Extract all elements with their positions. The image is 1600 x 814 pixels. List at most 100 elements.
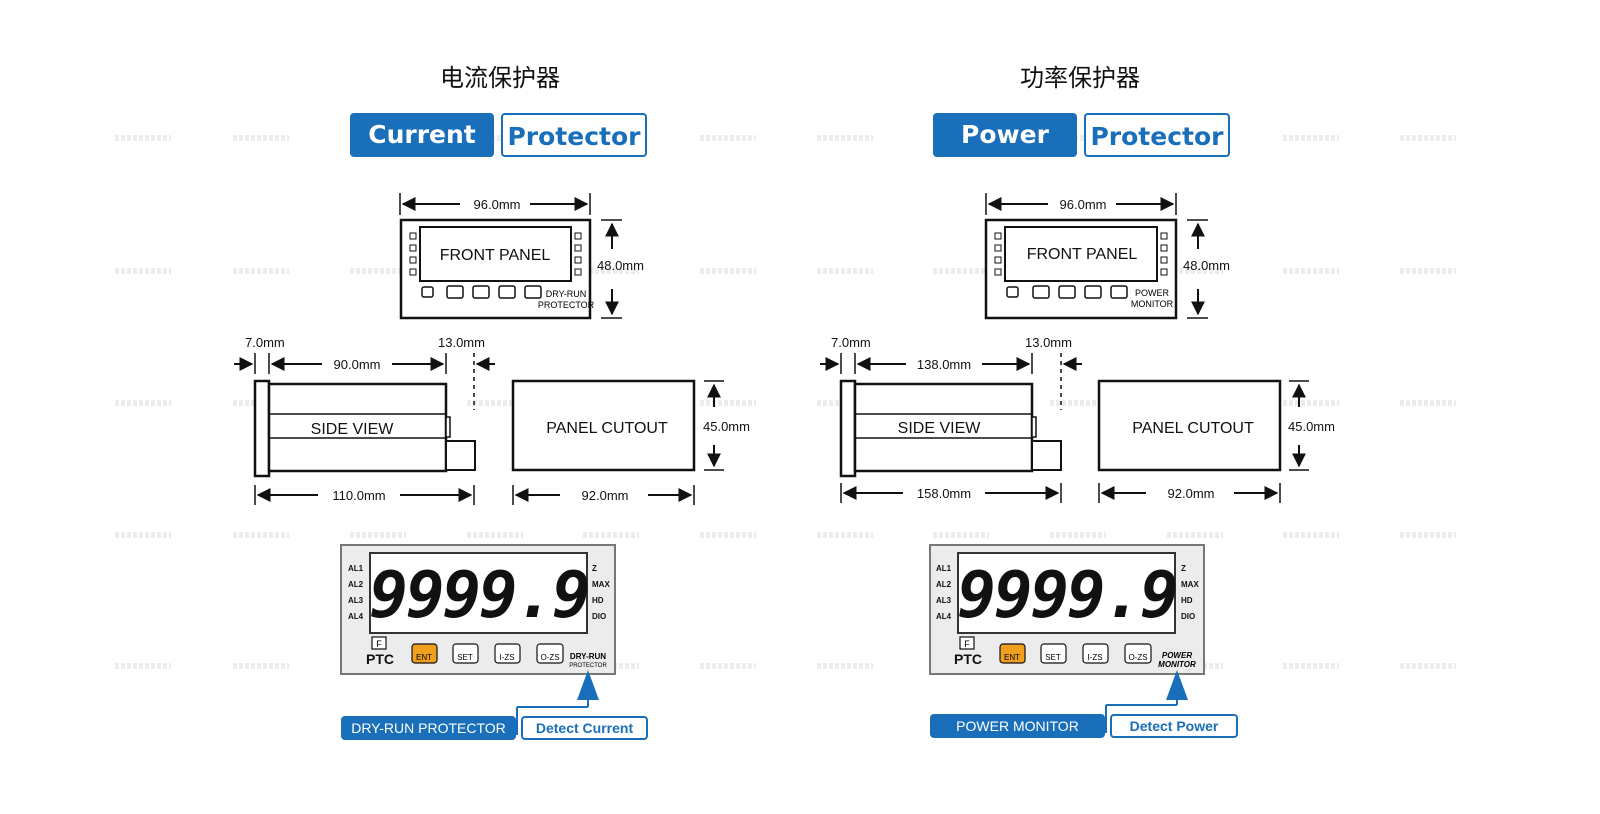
alarm-label: AL1 <box>936 564 952 573</box>
front-led-left <box>409 232 417 276</box>
side-rear-dim: 13.0mm <box>438 335 485 350</box>
ent-button[interactable] <box>411 643 438 664</box>
front-height-dim: 48.0mm <box>1183 258 1230 273</box>
front-height-dim: 48.0mm <box>597 258 644 273</box>
side-body-dim: 90.0mm <box>334 357 381 372</box>
status-label: Z <box>1181 564 1186 573</box>
status-label: DIO <box>592 612 606 621</box>
section-title-cn: 功率保护器 <box>1020 64 1140 92</box>
alarm-label: AL4 <box>348 612 364 621</box>
device-front-render: 9999.9 AL1 AL2 AL3 AL4 Z MAX HD DIO PTC … <box>340 544 616 675</box>
watermark-mark <box>817 663 873 669</box>
panel-cutout-drawing: PANEL CUTOUT <box>1097 379 1282 472</box>
header-word-power: Power <box>933 113 1077 157</box>
watermark-mark <box>467 400 523 406</box>
watermark-mark <box>233 135 289 141</box>
alarm-labels: AL1 AL2 AL3 AL4 <box>348 564 364 621</box>
dimension-drawing: FRONT PANEL <box>820 193 1335 733</box>
side-view-label: SIDE VIEW <box>898 420 982 437</box>
front-model-line1: DRY-RUN <box>546 289 587 299</box>
header-word-current: Current <box>350 113 494 157</box>
izs-button-label: I-ZS <box>1087 653 1102 662</box>
watermark-mark <box>1400 135 1456 141</box>
callout-arrow-icon <box>577 670 599 700</box>
header-word-protector: Protector <box>501 113 647 157</box>
watermark-mark <box>233 532 289 538</box>
status-labels: Z MAX HD DIO <box>1181 564 1199 621</box>
side-flange-dim: 7.0mm <box>831 335 871 350</box>
ent-button[interactable] <box>999 643 1026 664</box>
device-model-line1: POWER <box>1162 651 1192 660</box>
front-panel-label: FRONT PANEL <box>440 247 551 264</box>
alarm-labels: AL1 AL2 AL3 AL4 <box>936 564 952 621</box>
dimension-drawing: FRONT PANEL <box>234 193 750 735</box>
front-buttons <box>421 285 542 299</box>
front-model-line1: POWER <box>1135 288 1170 298</box>
watermark-mark <box>583 532 639 538</box>
watermark-mark <box>115 135 171 141</box>
alarm-label: AL2 <box>348 580 364 589</box>
watermark-mark <box>115 268 171 274</box>
watermark-mark <box>467 532 523 538</box>
cutout-width-dim: 92.0mm <box>582 488 629 503</box>
status-label: MAX <box>592 580 610 589</box>
watermark-mark <box>233 268 289 274</box>
ozs-button-label: O-ZS <box>540 653 559 662</box>
ozs-button[interactable] <box>536 643 564 664</box>
status-label: MAX <box>1181 580 1199 589</box>
status-label: DIO <box>1181 612 1195 621</box>
watermark-mark <box>1400 532 1456 538</box>
watermark-mark <box>233 663 289 669</box>
ent-button-label: ENT <box>416 653 432 662</box>
model-tag: DRY-RUN PROTECTOR <box>341 716 516 740</box>
side-total-dim: 158.0mm <box>917 486 971 501</box>
front-panel-label: FRONT PANEL <box>1027 246 1138 263</box>
watermark-mark <box>1283 135 1339 141</box>
f-button[interactable] <box>371 636 387 650</box>
callout-arrow-icon <box>1166 670 1188 700</box>
set-button[interactable] <box>1040 643 1067 664</box>
status-label: HD <box>592 596 604 605</box>
watermark-mark <box>1050 532 1106 538</box>
watermark-mark <box>1283 663 1339 669</box>
front-width-dim: 96.0mm <box>474 197 521 212</box>
device-model-line2: MONITOR <box>1158 660 1196 669</box>
izs-button[interactable] <box>494 643 521 664</box>
brand-logo: PTC <box>366 651 394 667</box>
ozs-button[interactable] <box>1124 643 1152 664</box>
detect-tag: Detect Current <box>521 716 648 740</box>
front-led-right <box>574 232 582 276</box>
side-view-drawing: SIDE VIEW <box>839 379 1062 478</box>
front-led-left <box>994 232 1002 276</box>
device-display-digits: 9999.9 <box>369 559 588 633</box>
status-label: Z <box>592 564 597 573</box>
front-model-line2: PROTECTOR <box>538 300 595 310</box>
f-button[interactable] <box>959 636 975 650</box>
watermark-mark <box>817 532 873 538</box>
izs-button[interactable] <box>1082 643 1109 664</box>
izs-button-label: I-ZS <box>499 653 514 662</box>
set-button-label: SET <box>457 653 473 662</box>
front-panel-drawing: FRONT PANEL <box>984 218 1178 320</box>
watermark-mark <box>933 532 989 538</box>
front-panel-drawing: FRONT PANEL <box>399 218 595 320</box>
watermark-mark <box>817 135 873 141</box>
side-flange-dim: 7.0mm <box>245 335 285 350</box>
watermark-mark <box>817 268 873 274</box>
set-button[interactable] <box>452 643 479 664</box>
ent-button-label: ENT <box>1004 653 1020 662</box>
detect-tag: Detect Power <box>1110 714 1238 738</box>
side-view-label: SIDE VIEW <box>311 421 395 438</box>
watermark-mark <box>1167 268 1223 274</box>
cutout-height-dim: 45.0mm <box>703 419 750 434</box>
panel-cutout-label: PANEL CUTOUT <box>546 420 668 437</box>
watermark-mark <box>1283 400 1339 406</box>
watermark-mark <box>467 135 523 141</box>
side-view-drawing: SIDE VIEW <box>253 379 476 478</box>
watermark-mark <box>700 400 756 406</box>
current-protector-section: 电流保护器 Current Protector FRONT PANEL <box>234 64 750 740</box>
watermark-mark <box>1400 400 1456 406</box>
header-word-protector: Protector <box>1084 113 1230 157</box>
watermark-mark <box>350 268 406 274</box>
